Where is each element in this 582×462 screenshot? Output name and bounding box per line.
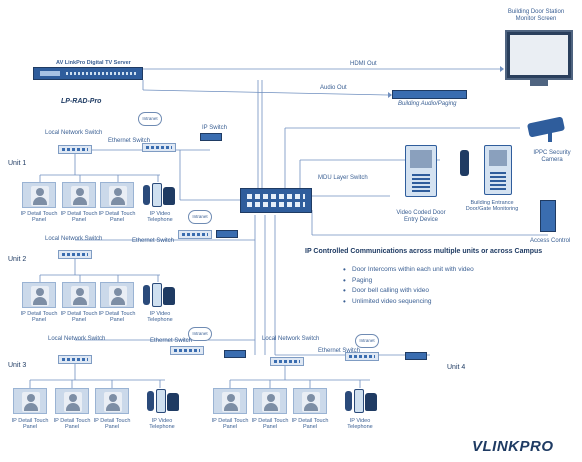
ip-touch-panel	[22, 282, 56, 308]
unit-switch	[58, 145, 92, 154]
building-entrance-panel-icon	[484, 145, 512, 195]
panel-caption: IP Detail Touch Panel	[60, 311, 98, 324]
ethernet-switch	[345, 352, 379, 361]
phone-caption: IP Video Telephone	[149, 418, 175, 431]
ethernet-switch-label: Ethernet Switch	[108, 138, 151, 144]
server-model: LP-RAD-Pro	[61, 98, 102, 105]
panel-caption: IP Detail Touch Panel	[93, 418, 131, 431]
ethernet-switch	[178, 230, 212, 239]
intranet-cloud: Intranet	[188, 327, 212, 341]
ip-touch-panel	[253, 388, 287, 414]
unit-switch-label: Local Network Switch	[45, 130, 103, 136]
intranet-cloud: Intranet	[355, 334, 379, 348]
monitor-stand-icon	[530, 80, 548, 86]
ethernet-switch	[142, 143, 176, 152]
audio-out-label: Audio Out	[320, 85, 347, 91]
server-port-icon	[66, 72, 136, 75]
audio-paging-label: Building Audio/Paging	[398, 101, 457, 107]
panel-caption: IP Detail Touch Panel	[20, 211, 58, 224]
ip-video-telephone	[143, 183, 175, 207]
feature-list: Door Intercoms within each unit with vid…	[343, 265, 474, 308]
server-display-icon	[40, 71, 60, 76]
feature-item: Door bell calling with video	[343, 286, 474, 295]
panel-caption: IP Detail Touch Panel	[291, 418, 329, 431]
ethernet-switch-label: Ethernet Switch	[150, 338, 193, 344]
unit-switch-label: Local Network Switch	[45, 236, 103, 242]
coded-entry-label: Video Coded Door Entry Device	[396, 210, 446, 223]
headline: IP Controlled Communications across mult…	[305, 248, 543, 255]
ip-switch	[216, 230, 238, 238]
unit-switch-label: Local Network Switch	[48, 336, 106, 342]
ip-switch-label: IP Switch	[202, 125, 227, 131]
ip-video-telephone	[345, 389, 377, 413]
unit-2-label: Unit 2	[8, 256, 27, 263]
phone-caption: IP Video Telephone	[147, 211, 173, 224]
core-switch	[240, 188, 312, 213]
feature-item: Unlimited video sequencing	[343, 297, 474, 306]
monitor-caption: Building Door Station Monitor Screen	[507, 9, 565, 22]
intranet-cloud: Intranet	[138, 112, 162, 126]
ip-touch-panel	[13, 388, 47, 414]
panel-caption: IP Detail Touch Panel	[11, 418, 49, 431]
ip-touch-panel	[213, 388, 247, 414]
door-handset-icon	[460, 150, 469, 176]
camera-mount-icon	[548, 132, 552, 142]
unit-4-label: Unit 4	[447, 364, 466, 371]
panel-caption: IP Detail Touch Panel	[98, 311, 136, 324]
panel-caption: IP Detail Touch Panel	[251, 418, 289, 431]
phone-caption: IP Video Telephone	[147, 311, 173, 324]
feature-item: Door Intercoms within each unit with vid…	[343, 265, 474, 274]
access-control-icon	[540, 200, 556, 232]
access-control-label: Access Control	[530, 238, 571, 244]
ip-switch	[224, 350, 246, 358]
hdmi-out-label: HDMI Out	[350, 61, 377, 67]
ip-touch-panel	[22, 182, 56, 208]
ip-touch-panel	[293, 388, 327, 414]
server-label: AV LinkPro Digital TV Server	[56, 60, 131, 66]
ethernet-switch-label: Ethernet Switch	[318, 348, 361, 354]
digital-tv-server	[33, 67, 143, 80]
ip-touch-panel	[62, 182, 96, 208]
ethernet-switch-label: Ethernet Switch	[132, 238, 175, 244]
camera-label: IPPC Security Camera	[533, 150, 571, 163]
panel-caption: IP Detail Touch Panel	[98, 211, 136, 224]
coded-entry-device-icon	[405, 145, 437, 197]
panel-caption: IP Detail Touch Panel	[20, 311, 58, 324]
ip-touch-panel	[100, 182, 134, 208]
core-switch-label: MDU Layer Switch	[318, 175, 368, 181]
phone-caption: IP Video Telephone	[347, 418, 373, 431]
ip-touch-panel	[55, 388, 89, 414]
intranet-cloud: Intranet	[188, 210, 212, 224]
ip-touch-panel	[95, 388, 129, 414]
building-entrance-label: Building Entrance Door/Gate Monitoring	[465, 200, 519, 213]
unit-1-label: Unit 1	[8, 160, 27, 167]
ip-switch	[405, 352, 427, 360]
unit-switch	[270, 357, 304, 366]
panel-caption: IP Detail Touch Panel	[211, 418, 249, 431]
ip-touch-panel	[100, 282, 134, 308]
ip-touch-panel	[62, 282, 96, 308]
panel-caption: IP Detail Touch Panel	[60, 211, 98, 224]
brand-logo: VLINKPRO	[472, 438, 554, 455]
unit-switch-label: Local Network Switch	[262, 336, 320, 342]
unit-switch	[58, 355, 92, 364]
audio-paging-device	[392, 90, 467, 99]
unit-switch	[58, 250, 92, 259]
ethernet-switch	[170, 346, 204, 355]
ip-video-telephone	[143, 283, 175, 307]
feature-item: Paging	[343, 276, 474, 285]
monitor-screen-icon	[505, 30, 573, 80]
ip-switch	[200, 133, 222, 141]
ip-video-telephone	[147, 389, 179, 413]
panel-caption: IP Detail Touch Panel	[53, 418, 91, 431]
unit-3-label: Unit 3	[8, 362, 27, 369]
